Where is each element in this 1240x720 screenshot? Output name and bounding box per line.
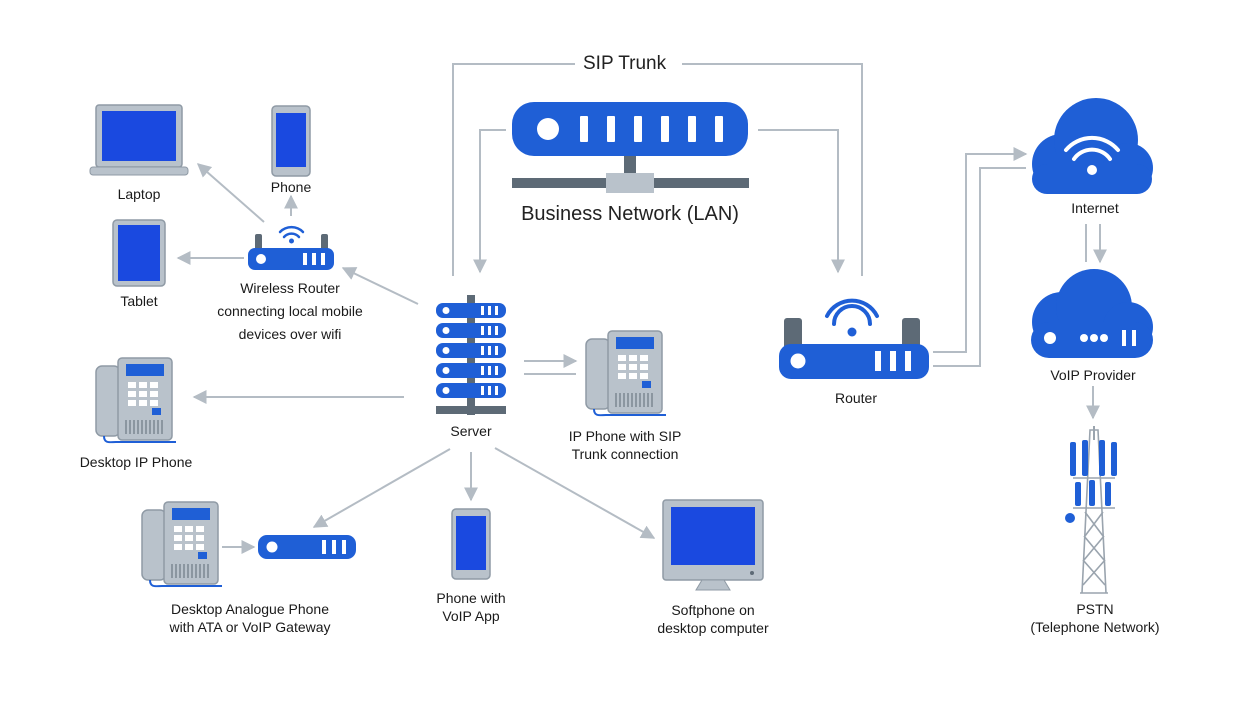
desktop-ip-phone-label: Desktop IP Phone <box>79 454 193 470</box>
wireless-router-label-1: Wireless Router <box>240 280 340 296</box>
cloud-wifi-icon <box>1032 98 1153 194</box>
router-to-internet-line-2 <box>933 167 1026 367</box>
ata-gateway-icon <box>258 535 356 559</box>
lan-switch-icon <box>512 102 749 193</box>
tablet-label: Tablet <box>120 293 158 309</box>
server-to-wireless-arrow <box>341 267 419 305</box>
connectors <box>176 63 1107 554</box>
softphone-label-2: desktop computer <box>657 620 769 636</box>
lan-to-server-arrow <box>473 129 506 274</box>
sip-trunk-line-right <box>682 63 863 276</box>
server-to-softphone-arrow <box>494 447 656 539</box>
wireless-router-label-2: connecting local mobile <box>217 303 363 319</box>
voip-provider-label: VoIP Provider <box>1050 367 1136 383</box>
pstn-label-1: PSTN <box>1076 601 1114 617</box>
wireless-router-label-3: devices over wifi <box>238 326 342 342</box>
lan-to-router-arrow <box>758 129 845 274</box>
lan-label: Business Network (LAN) <box>521 203 739 225</box>
server-label: Server <box>450 423 492 439</box>
wireless-to-laptop-arrow <box>196 163 265 223</box>
desk-phone-icon <box>585 330 667 417</box>
phone-icon <box>271 105 311 177</box>
sip-trunk-line-left <box>452 63 580 276</box>
softphone-label-1: Softphone on <box>671 602 755 618</box>
analogue-phone-label-2: with ATA or VoIP Gateway <box>169 619 331 635</box>
ip-phone-sip-label-1: IP Phone with SIP <box>568 428 682 444</box>
internet-label: Internet <box>1071 200 1119 216</box>
cloud-provider-icon <box>1031 269 1153 358</box>
phone-voip-app-label-1: Phone with <box>436 590 506 606</box>
cell-tower-icon <box>1065 426 1117 594</box>
desk-phone-icon <box>141 501 223 588</box>
pstn-label-2: (Telephone Network) <box>1030 619 1160 635</box>
monitor-icon <box>662 499 764 591</box>
router-to-internet-line <box>933 147 1028 353</box>
router-label: Router <box>834 390 878 406</box>
router-icon <box>779 298 929 379</box>
tablet-icon <box>112 219 166 287</box>
phone-icon <box>451 508 491 580</box>
phone-label: Phone <box>270 179 312 195</box>
desk-phone-icon <box>95 357 177 444</box>
sip-trunk-label: SIP Trunk <box>575 52 675 76</box>
phone-voip-app-label-2: VoIP App <box>442 608 500 624</box>
analogue-phone-label-1: Desktop Analogue Phone <box>170 601 329 617</box>
laptop-icon <box>89 104 189 176</box>
wireless-router-icon <box>248 225 334 270</box>
server-to-ata-arrow <box>312 448 451 528</box>
server-icon <box>436 295 506 415</box>
laptop-label: Laptop <box>117 186 161 202</box>
ip-phone-sip-label-2: Trunk connection <box>571 446 679 462</box>
